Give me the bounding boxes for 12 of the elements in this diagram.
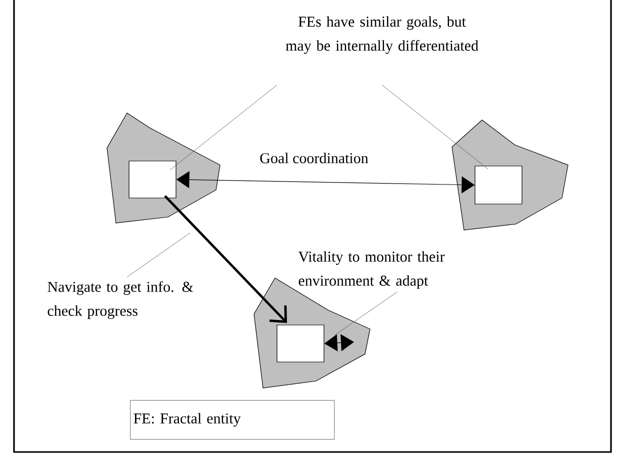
annotation-text: FEs have similar goals, but may be internally differentiated	[286, 16, 478, 54]
leader-line	[170, 84, 278, 170]
legend-box: FE: Fractal entity	[130, 400, 335, 440]
leader-line	[334, 292, 398, 336]
leader-line	[382, 84, 488, 170]
entity-box	[128, 160, 176, 198]
entity-box	[474, 166, 522, 204]
entity-box	[276, 324, 324, 362]
annotation-text: Navigate to get info. & check progress	[48, 281, 194, 319]
edge-label: Goal coordination	[260, 152, 368, 164]
leader-line	[126, 232, 190, 278]
annotation-text: Vitality to monitor their environment & adapt	[298, 251, 445, 289]
